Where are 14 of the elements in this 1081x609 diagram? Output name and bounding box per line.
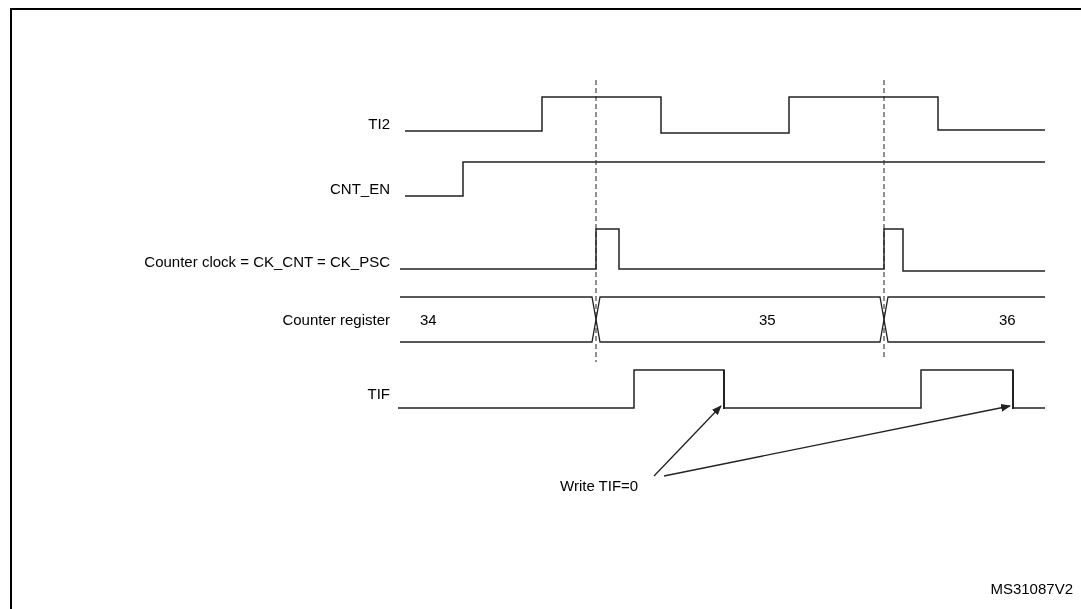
- annotation-text: Write TIF=0: [560, 477, 639, 494]
- signal-label: Counter register: [281, 311, 390, 329]
- leader-arrow: [653, 405, 722, 477]
- signal-label: CNT_EN: [329, 180, 390, 198]
- register-value: 34: [420, 311, 438, 329]
- signal-label: TI2: [367, 115, 390, 133]
- figure-code: MS31087V2: [989, 580, 1073, 598]
- register-value: 35: [759, 311, 777, 329]
- register-value: 36: [999, 311, 1017, 329]
- falling-edge: [723, 370, 725, 409]
- falling-edge: [1012, 370, 1014, 409]
- signal-label: TIF: [366, 385, 390, 403]
- leader-arrow: [663, 403, 1011, 477]
- signal-label: Counter clock = CK_CNT = CK_PSC: [143, 253, 390, 271]
